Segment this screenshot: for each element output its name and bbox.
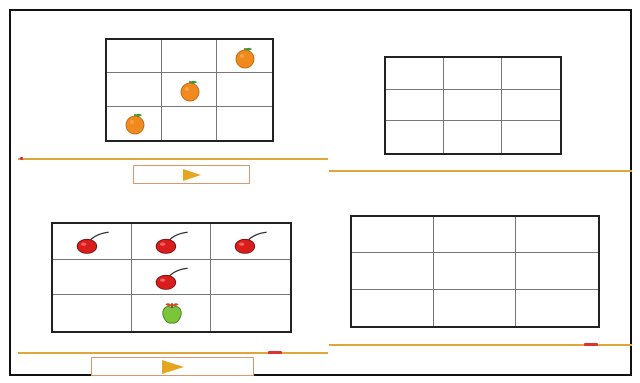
progress-track-bottom-right	[329, 344, 632, 346]
progress-track-bottom-left	[18, 352, 328, 354]
source-grid-bottom	[51, 222, 292, 333]
grid-cell-r2-c0[interactable]	[53, 295, 132, 331]
source-grid-top	[105, 38, 274, 142]
grid-cell-r0-c0[interactable]	[107, 40, 162, 74]
play-triangle-icon	[161, 359, 184, 374]
grid-cell-r1-c1[interactable]	[434, 253, 516, 290]
grid-cell-r2-c1[interactable]	[434, 289, 516, 326]
grid-cell-r0-c2[interactable]	[211, 224, 290, 260]
progress-track-top-right	[329, 170, 632, 172]
grid-cell-r2-c0[interactable]	[386, 121, 444, 153]
play-button-bottom[interactable]	[91, 357, 254, 376]
grid-cell-r1-c1[interactable]	[162, 73, 217, 107]
target-grid-bottom[interactable]	[350, 215, 600, 328]
grid-cell-r2-c1[interactable]	[444, 121, 502, 153]
progress-marker-top-left	[20, 157, 23, 160]
grid-cell-r2-c1[interactable]	[132, 295, 211, 331]
grid-cell-r1-c0[interactable]	[386, 89, 444, 122]
grid-cell-r1-c2[interactable]	[211, 260, 290, 296]
cherry-icon[interactable]	[155, 229, 189, 260]
grid-cell-r1-c2[interactable]	[516, 253, 598, 290]
grid-cell-r2-c1[interactable]	[162, 106, 217, 140]
orange-icon[interactable]	[123, 111, 147, 140]
grid-cell-r0-c0[interactable]	[53, 224, 132, 260]
grid-cell-r1-c1[interactable]	[132, 259, 211, 296]
grid-cell-r1-c0[interactable]	[352, 253, 434, 290]
grid-cell-r0-c1[interactable]	[132, 224, 211, 260]
game-frame	[9, 9, 632, 376]
progress-marker-bottom-right	[584, 343, 598, 346]
grid-cell-r0-c1[interactable]	[444, 58, 502, 90]
grid-cell-r1-c1[interactable]	[444, 89, 502, 122]
orange-icon[interactable]	[178, 78, 202, 107]
orange-icon[interactable]	[233, 45, 257, 74]
grid-cell-r1-c0[interactable]	[53, 259, 132, 296]
grid-cell-r0-c1[interactable]	[434, 217, 516, 254]
cherry-icon[interactable]	[234, 229, 268, 260]
target-grid-top[interactable]	[384, 56, 562, 155]
play-button-top[interactable]	[133, 165, 250, 184]
cherry-icon[interactable]	[76, 229, 110, 260]
grid-cell-r0-c2[interactable]	[502, 58, 560, 90]
progress-marker-bottom-left	[268, 351, 283, 354]
grid-cell-r1-c2[interactable]	[502, 90, 560, 122]
grid-cell-r2-c2[interactable]	[211, 295, 290, 331]
grid-cell-r2-c0[interactable]	[352, 289, 434, 326]
grid-cell-r0-c1[interactable]	[162, 40, 217, 74]
grid-cell-r0-c2[interactable]	[217, 40, 272, 74]
grid-cell-r0-c2[interactable]	[516, 217, 598, 254]
grid-cell-r2-c2[interactable]	[217, 107, 272, 140]
grid-cell-r2-c0[interactable]	[107, 106, 162, 140]
grid-cell-r0-c0[interactable]	[352, 217, 434, 254]
grid-cell-r2-c2[interactable]	[516, 290, 598, 326]
cherry-icon[interactable]	[155, 265, 189, 296]
green-apple-icon[interactable]	[159, 300, 185, 331]
progress-track-top-left	[18, 158, 328, 160]
play-triangle-icon	[182, 168, 201, 181]
grid-cell-r1-c0[interactable]	[107, 73, 162, 107]
grid-cell-r0-c0[interactable]	[386, 58, 444, 90]
grid-cell-r2-c2[interactable]	[502, 121, 560, 153]
grid-cell-r1-c2[interactable]	[217, 73, 272, 107]
